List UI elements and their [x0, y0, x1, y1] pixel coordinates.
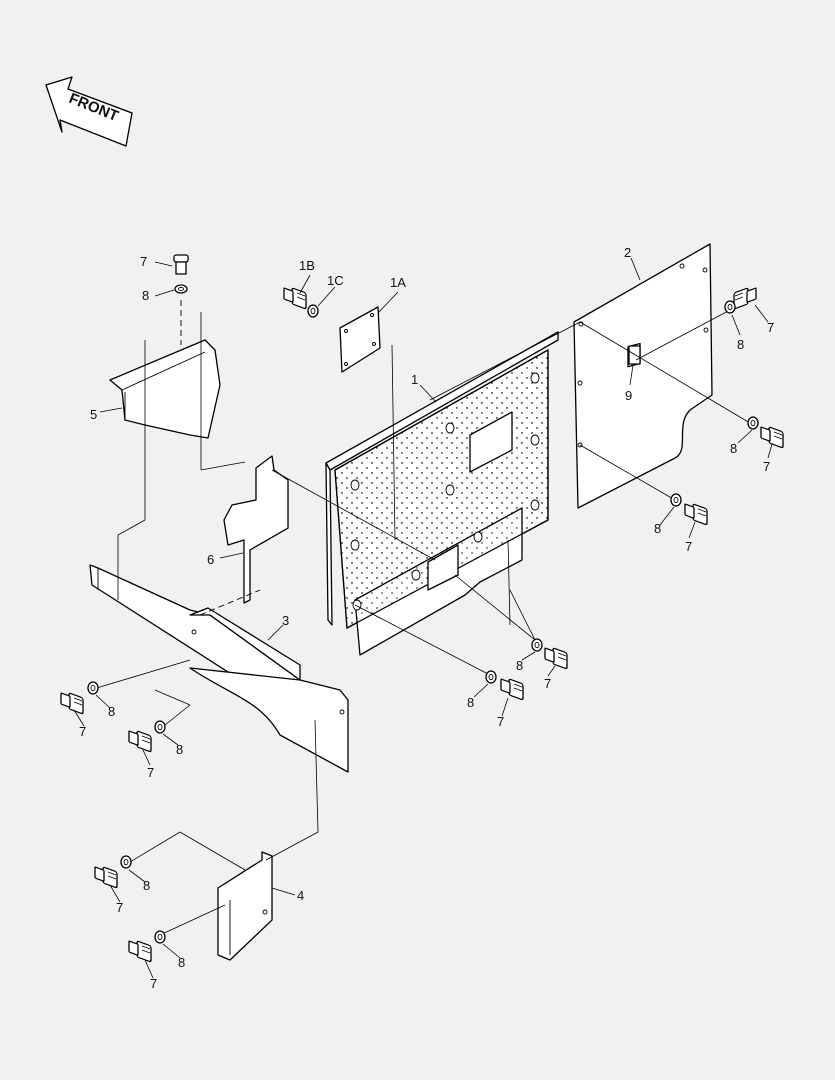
bolt-left-lower [128, 730, 152, 753]
callout-8: 8 [142, 288, 149, 303]
callout-7: 7 [150, 976, 157, 991]
washer-right-lower [670, 493, 682, 507]
callout-7: 7 [544, 676, 551, 691]
part-1-main-panel [325, 331, 559, 656]
washer-center-left [485, 670, 497, 684]
callout-7: 7 [685, 539, 692, 554]
callout-9: 9 [625, 388, 632, 403]
bolt-left-upper [60, 692, 84, 715]
callout-1: 1 [411, 372, 418, 387]
callout-7: 7 [140, 254, 147, 269]
callout-6: 6 [207, 552, 214, 567]
callout-8: 8 [143, 878, 150, 893]
bolt-right-lower [684, 503, 708, 526]
bolt-center-left [500, 678, 524, 701]
part-3-lower-bracket [89, 564, 349, 773]
washer-top-left [174, 284, 188, 294]
bolt-right-upper [733, 287, 757, 310]
assembly-lines [89, 300, 751, 936]
callout-1b: 1B [299, 258, 315, 273]
fasteners [60, 254, 784, 963]
callout-7: 7 [147, 765, 154, 780]
part-5-upper-bracket [109, 339, 221, 439]
callout-8: 8 [108, 704, 115, 719]
washer-right-upper [724, 300, 736, 314]
bolt-1b [283, 287, 307, 310]
bolt-top-left [173, 254, 189, 275]
callout-1c: 1C [327, 273, 344, 288]
washer-1c [307, 304, 319, 318]
washer-center-right [531, 638, 543, 652]
part-2-side-cover [573, 243, 713, 509]
callout-8: 8 [176, 742, 183, 757]
callout-3: 3 [282, 613, 289, 628]
washer-left-lower [154, 720, 166, 734]
callout-8: 8 [737, 337, 744, 352]
callout-5: 5 [90, 407, 97, 422]
part-1a-cover-plate [339, 306, 381, 373]
bolt-bottom-upper [94, 866, 118, 889]
washer-left-upper [87, 681, 99, 695]
washer-bottom-lower [154, 930, 166, 944]
callout-4: 4 [297, 888, 304, 903]
callout-7: 7 [79, 724, 86, 739]
part-4-bottom-bracket [217, 851, 273, 961]
callout-8: 8 [654, 521, 661, 536]
washer-right-middle [747, 416, 759, 430]
callout-8: 8 [467, 695, 474, 710]
callout-2: 2 [624, 245, 631, 260]
bolt-bottom-lower [128, 940, 152, 963]
callout-leaders [73, 257, 773, 979]
bolt-center-right [544, 647, 568, 670]
callout-labels: 7 8 5 1B 1C 1A 1 2 9 6 3 4 8 7 8 7 8 7 8… [79, 245, 774, 991]
callout-7: 7 [767, 320, 774, 335]
part-9-clip [628, 345, 641, 365]
callout-8: 8 [516, 658, 523, 673]
callout-7: 7 [497, 714, 504, 729]
callout-8: 8 [178, 955, 185, 970]
callout-1a: 1A [390, 275, 406, 290]
part-6-small-bracket [223, 455, 289, 604]
washer-bottom-upper [120, 855, 132, 869]
callout-7: 7 [116, 900, 123, 915]
callout-8: 8 [730, 441, 737, 456]
front-direction-arrow: FRONT [45, 76, 133, 147]
callout-7: 7 [763, 459, 770, 474]
